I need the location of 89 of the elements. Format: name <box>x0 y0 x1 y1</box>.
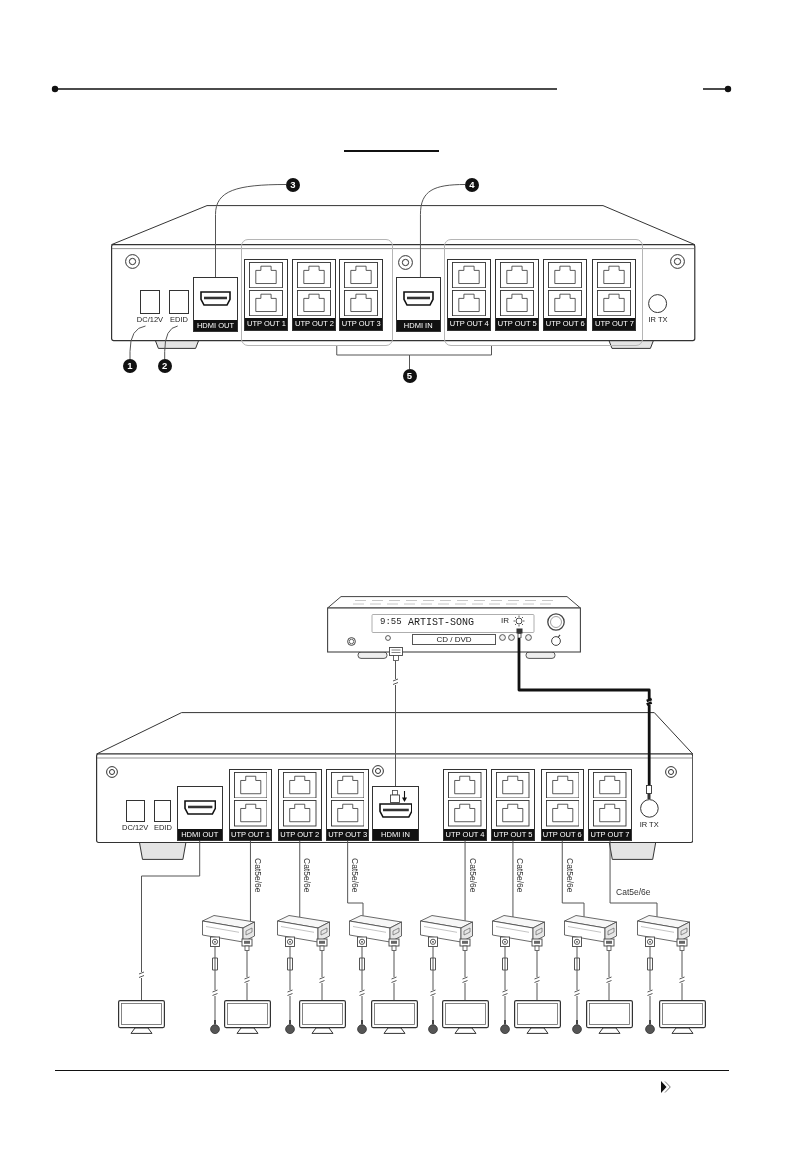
monitor-icon <box>513 1000 561 1034</box>
cable <box>430 946 436 1021</box>
ethernet-port-panel <box>588 768 632 841</box>
edge-label: Cat5e/6e <box>253 858 262 893</box>
leader-line <box>419 184 466 278</box>
hdmi-port-panel <box>395 277 441 332</box>
device-box-icon <box>349 915 402 951</box>
ethernet-port-panel <box>443 768 487 841</box>
edge-label: Cat5e/6e <box>302 858 312 893</box>
ir-sensor-icon <box>285 1020 295 1034</box>
cable <box>138 840 201 1001</box>
edge-label: Cat5e/6e <box>565 858 574 893</box>
callout-number: 3 <box>286 177 300 192</box>
cable <box>249 840 251 922</box>
ethernet-port-panel <box>543 259 588 331</box>
cable <box>502 946 508 1021</box>
cable <box>679 950 685 1001</box>
callout-number: 5 <box>402 369 417 383</box>
callout-number: 1 <box>123 359 137 374</box>
device-box-icon <box>420 915 473 951</box>
ir-sensor-icon <box>428 1020 438 1034</box>
cable <box>244 950 250 1001</box>
hdmi-port-panel <box>176 786 223 841</box>
ethernet-port-panel <box>292 259 337 331</box>
hdmi-port-panel <box>193 277 238 332</box>
device-box-icon <box>492 915 545 951</box>
cable <box>561 840 585 918</box>
cable <box>609 840 658 918</box>
device-box-icon <box>564 915 617 951</box>
callout-number: 4 <box>465 177 479 192</box>
ethernet-port-panel <box>592 259 637 331</box>
ethernet-port-panel <box>491 768 535 841</box>
port-group-outline <box>443 238 643 346</box>
edge-label: Cat5e/6e <box>468 858 477 893</box>
monitor-icon <box>441 1000 489 1034</box>
device-box-icon <box>277 915 330 951</box>
ir-sensor-icon <box>645 1020 655 1034</box>
ethernet-port-panel <box>339 259 384 331</box>
cable <box>462 950 468 1001</box>
cable <box>392 660 399 787</box>
monitor-icon <box>223 1000 271 1034</box>
cable <box>606 950 612 1001</box>
cable <box>287 946 293 1021</box>
ethernet-port-panel <box>325 768 370 841</box>
cable <box>512 840 514 918</box>
cable <box>299 840 301 918</box>
cable <box>319 950 325 1001</box>
ir-sensor-icon <box>357 1020 367 1034</box>
leader-line <box>164 325 179 360</box>
edge-label: Cat5e/6e <box>350 858 360 893</box>
edge-label: Cat5e/6e <box>515 858 525 893</box>
ethernet-port-panel <box>447 259 492 331</box>
edge-label: Cat5e/6e <box>616 888 651 897</box>
display-text: 9:55 <box>380 618 402 627</box>
display-text: ARTIST-SONG <box>408 617 474 628</box>
leader-line <box>215 184 287 278</box>
device-box-icon <box>637 915 690 951</box>
ethernet-port-panel <box>540 768 584 841</box>
device-box-icon <box>202 915 255 951</box>
ethernet-port-panel <box>495 259 540 331</box>
monitor-icon <box>298 1000 346 1034</box>
ir-sensor-icon <box>500 1020 510 1034</box>
leader-line <box>409 354 410 370</box>
leader-line <box>129 325 146 360</box>
callout-number: 2 <box>157 359 172 374</box>
disc-slot: CD / DVD <box>412 633 496 645</box>
monitor-icon <box>118 1000 165 1034</box>
cable <box>391 950 397 1001</box>
hdmi-port-panel <box>371 786 420 841</box>
ir-label: IR <box>501 617 509 625</box>
ethernet-port-panel <box>278 768 322 841</box>
monitor-icon <box>370 1000 418 1034</box>
leader-line <box>409 345 492 356</box>
cable <box>359 946 365 1021</box>
monitor-icon <box>658 1000 706 1034</box>
ir-sensor-icon <box>210 1020 220 1034</box>
cable <box>574 946 580 1021</box>
monitor-icon <box>585 1000 633 1034</box>
cable <box>534 950 540 1001</box>
ethernet-port-panel <box>228 768 273 841</box>
cable <box>212 946 218 1021</box>
leader-line <box>336 345 410 356</box>
ir-sensor-icon <box>572 1020 582 1034</box>
cable <box>464 840 466 922</box>
cable <box>647 946 653 1021</box>
ethernet-port-panel <box>244 259 289 331</box>
port-group-outline <box>241 238 393 346</box>
cable <box>517 636 654 787</box>
cable <box>347 840 364 917</box>
